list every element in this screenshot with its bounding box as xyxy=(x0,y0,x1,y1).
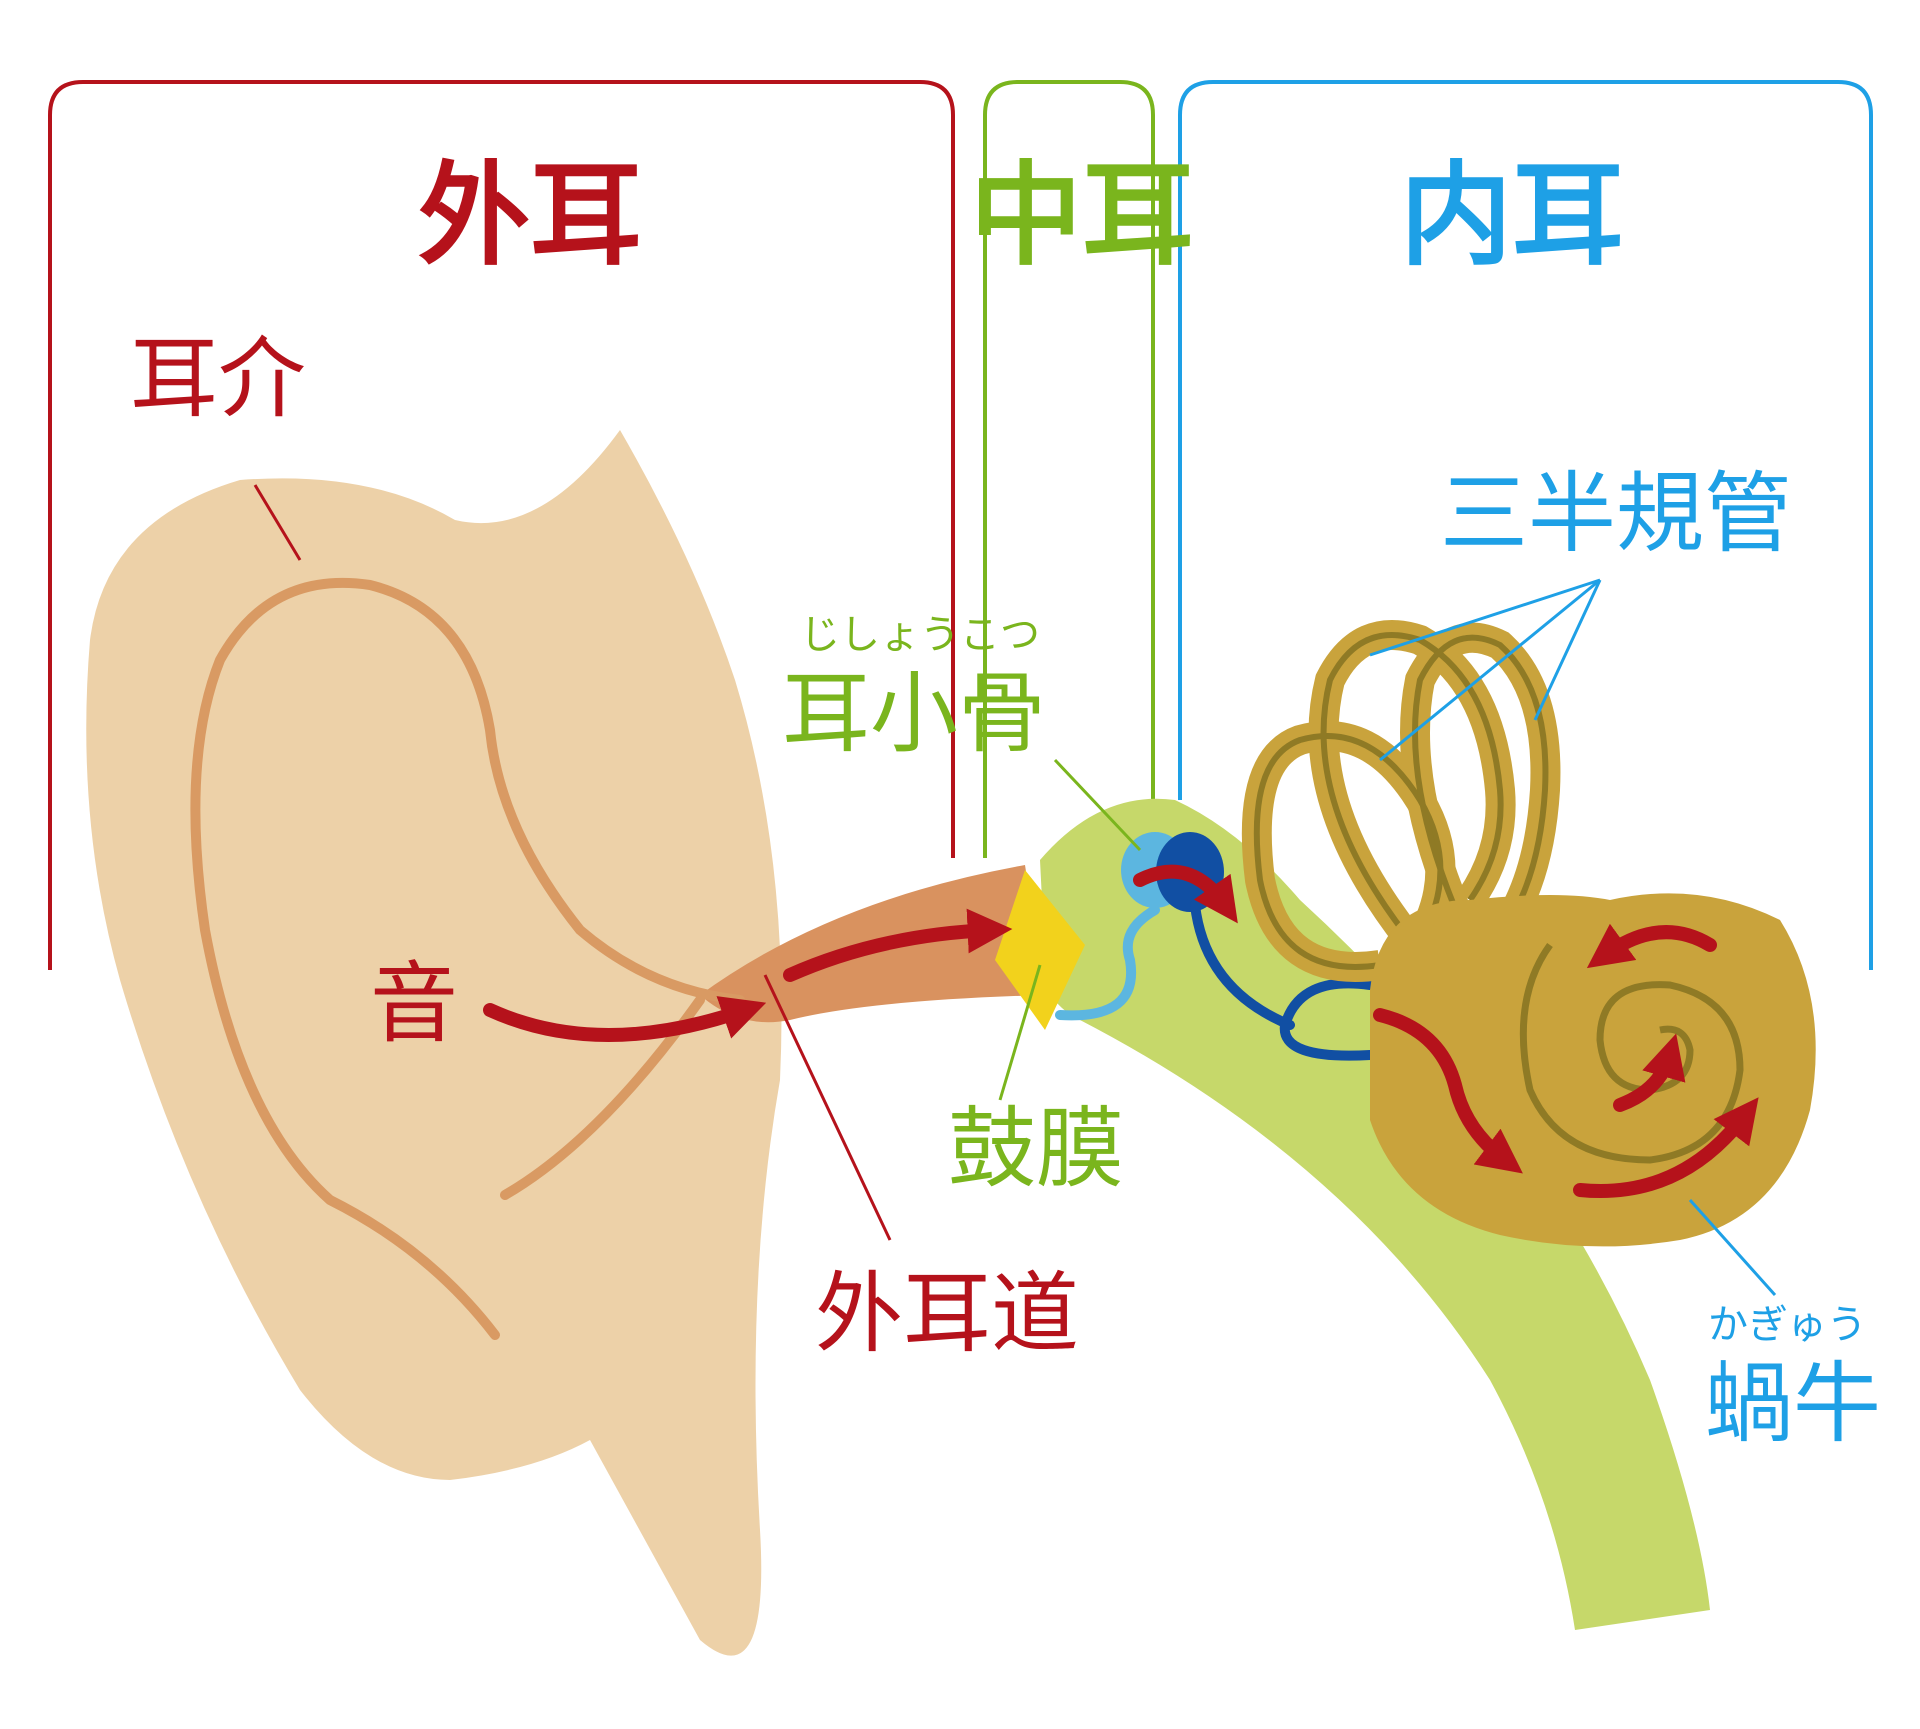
semicircular-canals-label: 三半規管 xyxy=(1440,462,1793,565)
inner-ear-bracket xyxy=(1178,80,1873,970)
sound-label: 音 xyxy=(370,952,459,1055)
cochlea-reading: かぎゅう xyxy=(1708,1302,1867,1348)
cochlea-spiral xyxy=(1519,942,1744,1164)
cochlea-leader xyxy=(1688,1198,1777,1297)
sound-arrow-2 xyxy=(783,908,1013,982)
sound-arrow-1 xyxy=(483,996,767,1042)
eardrum-leader xyxy=(998,964,1042,1101)
auricle-label: 耳介 xyxy=(130,327,307,430)
ossicles-label: 耳小骨 xyxy=(782,662,1047,765)
cochlea-arrow-3 xyxy=(1586,923,1717,969)
cochlea-arrow-4 xyxy=(1613,1033,1686,1112)
cochlea-arrow-2 xyxy=(1573,1097,1759,1198)
auricle-leader xyxy=(253,484,302,561)
helix-fold xyxy=(190,577,745,1340)
ossicle-stapes xyxy=(1190,900,1375,1061)
ossicle-arrow xyxy=(1133,864,1238,924)
cochlea-arrow-1 xyxy=(1373,1008,1523,1174)
ear-canal-label: 外耳道 xyxy=(815,1262,1080,1365)
cochlea-label: 蝸牛 xyxy=(1705,1352,1882,1455)
eardrum-label: 鼓膜 xyxy=(948,1097,1125,1200)
auricle-shape xyxy=(86,430,782,1656)
semicircular-canals-leaders xyxy=(1369,578,1602,762)
inner-ear-title: 内耳 xyxy=(1400,151,1624,281)
ossicles-reading: じしょうこつ xyxy=(800,612,1040,658)
eardrum-shape xyxy=(995,870,1085,1030)
outer-ear-title: 外耳 xyxy=(418,151,642,281)
ear-canal-leader xyxy=(763,974,892,1241)
middle-ear-bracket xyxy=(983,80,1155,858)
middle-ear-title: 中耳 xyxy=(970,151,1194,281)
temporal-bone xyxy=(1040,798,1710,1630)
outer-ear-bracket xyxy=(48,80,955,970)
ossicle-link-light xyxy=(1055,905,1160,1021)
ossicles-leader xyxy=(1053,758,1142,852)
